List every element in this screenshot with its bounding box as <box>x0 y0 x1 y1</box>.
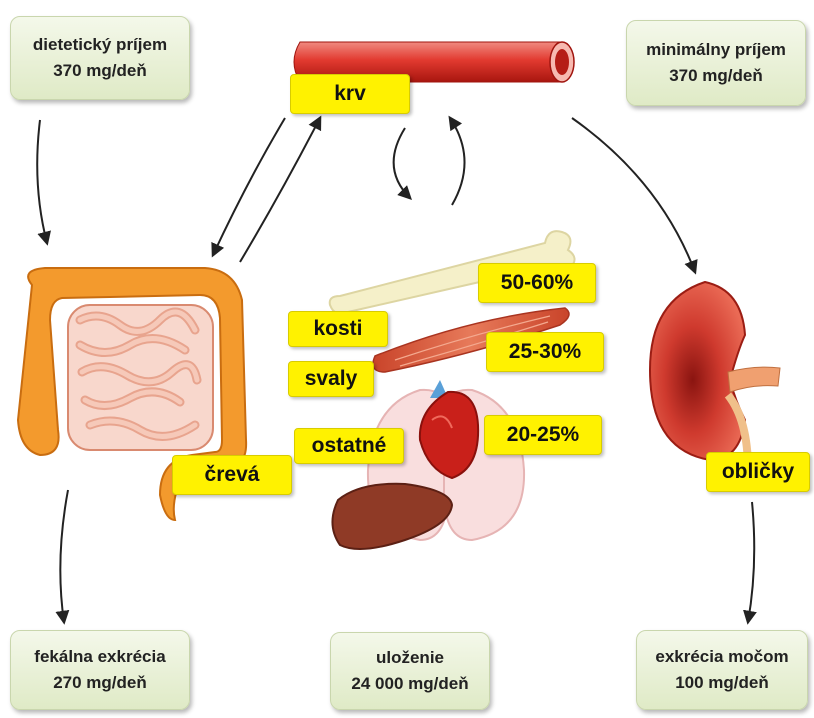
fecal-excretion-title: fekálna exkrécia <box>34 644 165 670</box>
dietary-intake-value: 370 mg/deň <box>53 58 147 84</box>
urine-excretion-title: exkrécia močom <box>655 644 788 670</box>
fecal-excretion-value: 270 mg/deň <box>53 670 147 696</box>
dietary-intake-title: dietetický príjem <box>33 32 167 58</box>
storage-box: uloženie 24 000 mg/deň <box>330 632 490 710</box>
muscles-percentage-label: 25-30% <box>486 332 604 372</box>
intestines-label: črevá <box>172 455 292 495</box>
bones-percentage-label: 50-60% <box>478 263 596 303</box>
other-percentage-label: 20-25% <box>484 415 602 455</box>
dietary-intake-box: dietetický príjem 370 mg/deň <box>10 16 190 100</box>
storage-value: 24 000 mg/deň <box>351 671 468 697</box>
kidneys-label: obličky <box>706 452 810 492</box>
minimal-intake-box: minimálny príjem 370 mg/deň <box>626 20 806 106</box>
storage-title: uloženie <box>376 645 444 671</box>
minimal-intake-title: minimálny príjem <box>646 37 786 63</box>
urine-excretion-box: exkrécia močom 100 mg/deň <box>636 630 808 710</box>
blood-label: krv <box>290 74 410 114</box>
bones-label: kosti <box>288 311 388 347</box>
fecal-excretion-box: fekálna exkrécia 270 mg/deň <box>10 630 190 710</box>
organs-icon <box>332 380 524 549</box>
urine-excretion-value: 100 mg/deň <box>675 670 769 696</box>
minimal-intake-value: 370 mg/deň <box>669 63 763 89</box>
kidney-icon <box>650 282 780 470</box>
muscles-label: svaly <box>288 361 374 397</box>
other-label: ostatné <box>294 428 404 464</box>
